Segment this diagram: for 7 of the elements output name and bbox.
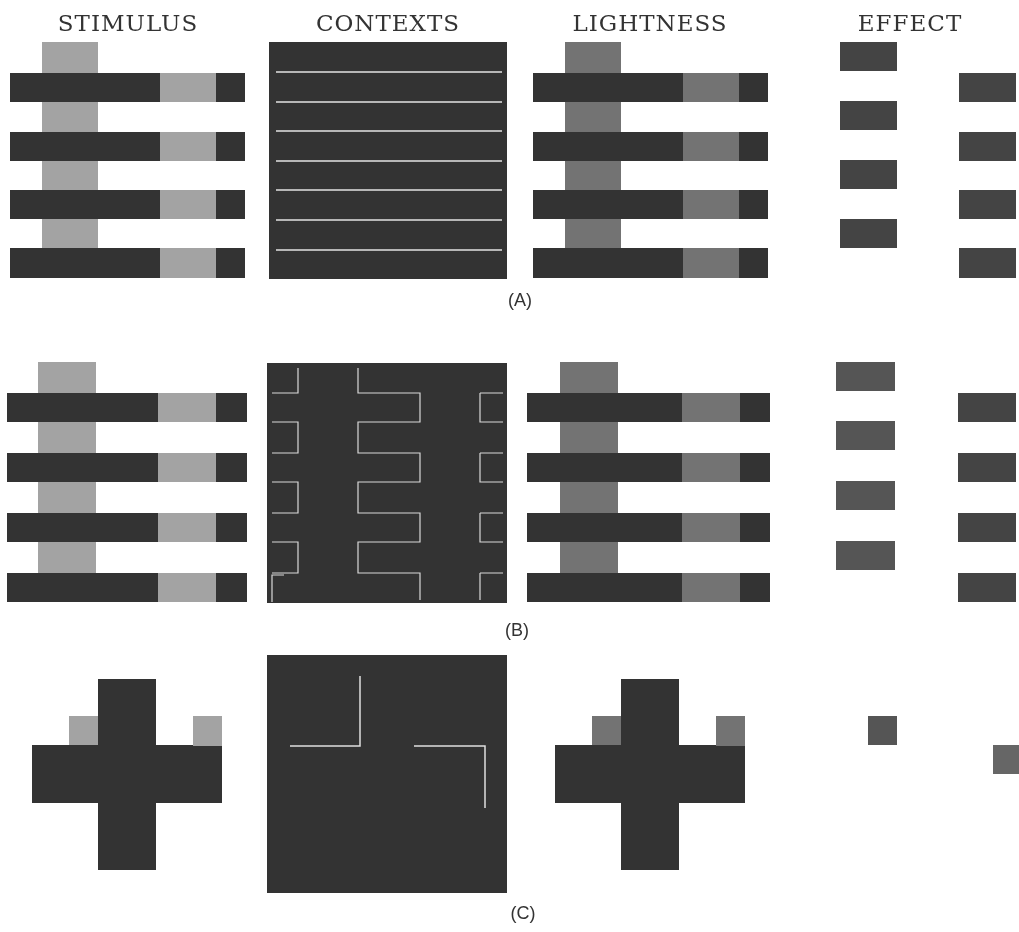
column-heading: LIGHTNESS [572,9,728,38]
panel-label: (A) [508,288,532,312]
column-heading: CONTEXTS [315,9,461,38]
column-heading: EFFECT [857,9,963,38]
column-heading: STIMULUS [57,9,199,38]
panel-label: (C) [510,901,536,925]
panel-label: (B) [505,618,529,642]
